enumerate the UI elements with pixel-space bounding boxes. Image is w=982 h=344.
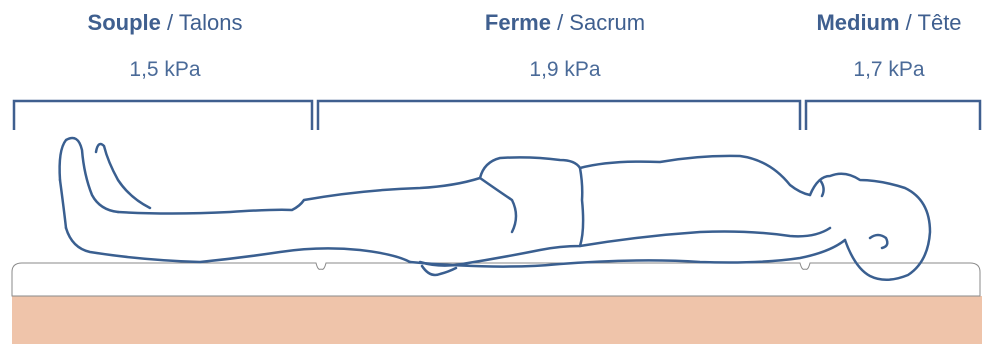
thigh-contour [480, 178, 516, 232]
bracket-medium [806, 101, 980, 130]
right-foot [96, 144, 150, 208]
left-foot [60, 138, 118, 212]
ear [870, 235, 887, 248]
human-body-outline [60, 138, 930, 280]
mattress [12, 263, 982, 344]
hand [420, 168, 583, 266]
arm [580, 228, 830, 246]
face [820, 180, 824, 196]
mattress-foam-layer [12, 296, 982, 344]
heel-contour [60, 180, 66, 228]
mattress-top-layer [12, 263, 980, 296]
zone-brackets [14, 101, 980, 130]
bracket-souple [14, 101, 312, 130]
legs-upper-contour [118, 156, 810, 214]
bracket-ferme [318, 101, 800, 130]
legs-lower-contour [66, 228, 410, 262]
